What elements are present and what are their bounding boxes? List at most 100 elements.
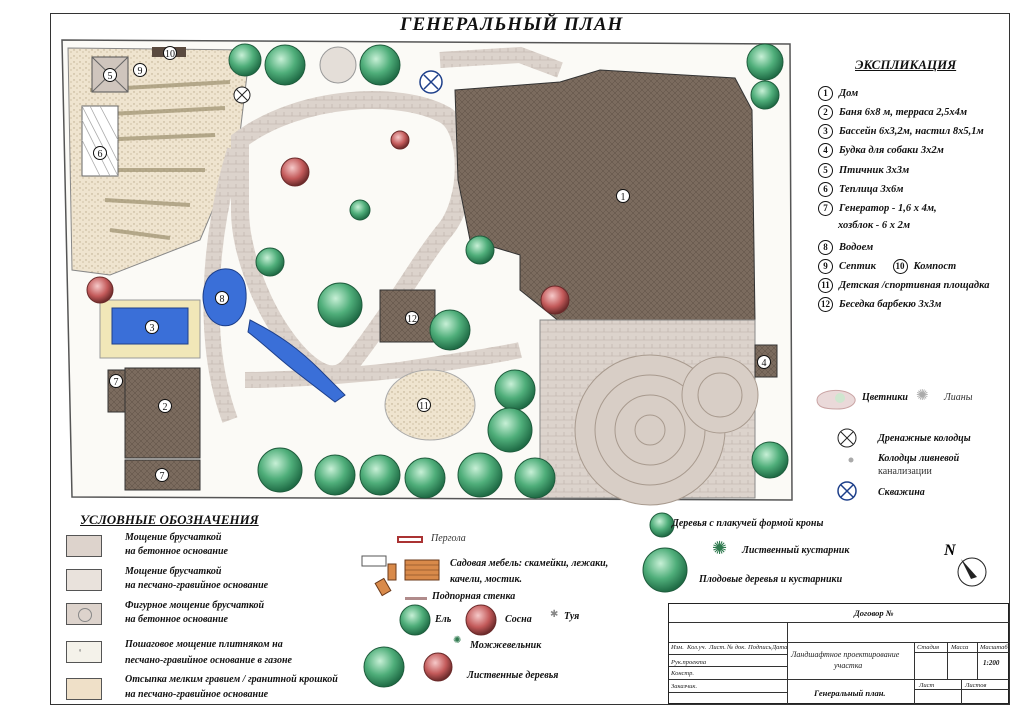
stamp-col-6: Дата	[772, 644, 788, 651]
tree-legend-symbols: ✱ ✺	[399, 604, 558, 646]
legend-thuja: Туя	[564, 611, 580, 622]
legend-paving-4-l1: Пошаговое мощение плитняком на	[125, 639, 283, 650]
stamp-sheet: Лист	[919, 682, 935, 689]
legend-paving-2-l2: на песчано-гравийное основание	[125, 580, 269, 591]
plan-num-12: 12	[407, 314, 417, 325]
stamp-col-5: Подпись	[748, 644, 772, 651]
legend-paving-3-l2: на бетонное основание	[125, 614, 228, 625]
legend-deciduous: Лиственные деревья	[467, 670, 559, 681]
stamp-project-1: Ландшафтное проектирование	[791, 650, 900, 659]
legend-paving-1-l2: на бетонное основание	[125, 546, 228, 557]
svg-text:✺: ✺	[453, 635, 461, 646]
bathhouse	[124, 367, 201, 459]
pine-icon	[465, 604, 497, 636]
plan-num-11: 11	[419, 401, 429, 412]
pergola-icon	[397, 536, 423, 543]
deciduous-legend-icons	[363, 646, 453, 688]
title-block: Договор № Изм. Кол.уч. Лист. № док. Подп…	[668, 603, 1010, 705]
plan-num-9: 9	[138, 66, 143, 77]
legend-weeping: Деревья с плакучей формой кроны	[672, 518, 824, 529]
stamp-row-2: Констр.	[671, 670, 694, 677]
stamp-drawing: Генеральный план.	[814, 688, 886, 698]
trees	[86, 43, 789, 499]
legend-fruit: Плодовые деревья и кустарники	[699, 574, 843, 585]
legend-paving-2-l1: Мощение брусчаткой	[125, 566, 222, 577]
weeping-fruit-icons	[642, 512, 688, 593]
compost-label: Компост	[913, 261, 957, 272]
fruit-tree-icon	[642, 547, 688, 593]
utility-block	[124, 459, 201, 491]
vines-icon: ✺	[916, 388, 929, 404]
legend-pine: Сосна	[505, 614, 532, 625]
plan-num-8: 8	[220, 294, 225, 305]
legend-paving-4-l2: песчано-гравийное основание в газоне	[125, 655, 292, 666]
stream	[247, 319, 346, 403]
explication-title: ЭКСПЛИКАЦИЯ	[855, 57, 957, 72]
legend-furniture-2: качели, мостик.	[450, 574, 523, 585]
swatch-stepping-stones: ﾟ∘ﾟ	[66, 641, 102, 663]
vines-label: Лианы	[944, 392, 973, 403]
compost-num: 10	[892, 259, 908, 274]
flowerbeds-label: Цветники	[862, 392, 908, 403]
plan-title: ГЕНЕРАЛЬНЫЙ ПЛАН	[400, 14, 624, 35]
main-path	[231, 91, 473, 384]
swatch-paving-concrete	[66, 535, 102, 557]
retaining-wall-icon	[405, 597, 427, 600]
legend-retaining-wall: Подпорная стенка	[432, 591, 516, 602]
legend-furniture-1: Садовая мебель: скамейки, лежаки,	[450, 558, 609, 569]
stamp-scale: 1:200	[983, 659, 1000, 667]
plan-num-10: 10	[165, 49, 175, 60]
storm-well-icon	[848, 457, 854, 463]
legend-spruce: Ель	[435, 614, 452, 625]
stamp-col-2: Кол.уч.	[687, 644, 707, 651]
legend-title: УСЛОВНЫЕ ОБОЗНАЧЕНИЯ	[80, 512, 259, 527]
legend-shrub: Лиственный кустарник	[742, 545, 850, 556]
storm-wells-label: Колодцы ливневой	[878, 453, 960, 464]
legend-pergola: Пергола	[431, 533, 466, 544]
legend-juniper: Можжевельник	[470, 640, 542, 651]
stamp-col-1: Изм.	[671, 644, 684, 651]
stamp-scale-label: Масштаб	[980, 644, 1008, 651]
plan-num-2: 2	[163, 402, 168, 413]
legend-paving-1-l1: Мощение брусчаткой	[125, 532, 222, 543]
swatch-paving-sand	[66, 569, 102, 591]
stamp-col-3: Лист.	[709, 644, 726, 651]
plan-num-7a: 7	[114, 377, 119, 388]
plan-num-4: 4	[762, 358, 767, 369]
storm-wells-label-2: канализации	[878, 466, 932, 477]
stamp-stage: Стадия	[917, 644, 940, 651]
shrub-icon: ✺	[712, 538, 728, 558]
stamp-row-3: Заказчик.	[671, 683, 698, 690]
legend-paving-5-l1: Отсыпка мелким гравием / гранитной крошк…	[125, 674, 338, 685]
weeping-tree-icon	[649, 512, 675, 538]
furniture-icon	[361, 555, 440, 597]
swatch-gravel	[66, 678, 102, 700]
plan-num-3: 3	[150, 323, 155, 334]
svg-text:✱: ✱	[550, 609, 558, 620]
plan-num-5: 5	[108, 71, 113, 82]
drawing-frame	[50, 13, 1010, 705]
stamp-sheets: Листов	[965, 682, 987, 689]
drain-wells-label: Дренажные колодцы	[878, 433, 971, 444]
stamp-col-4: № док.	[727, 644, 746, 651]
legend-paving-3-l1: Фигурное мощение брусчаткой	[125, 600, 265, 611]
plan-num-7b: 7	[160, 471, 165, 482]
stamp-mass: Масса	[951, 644, 969, 651]
swatch-figured-paving	[66, 603, 102, 625]
plan-num-6: 6	[98, 149, 103, 160]
stamp-contract: Договор №	[854, 608, 894, 618]
stamp-project-2: участка	[834, 661, 863, 670]
right-legend-symbols	[816, 389, 857, 501]
